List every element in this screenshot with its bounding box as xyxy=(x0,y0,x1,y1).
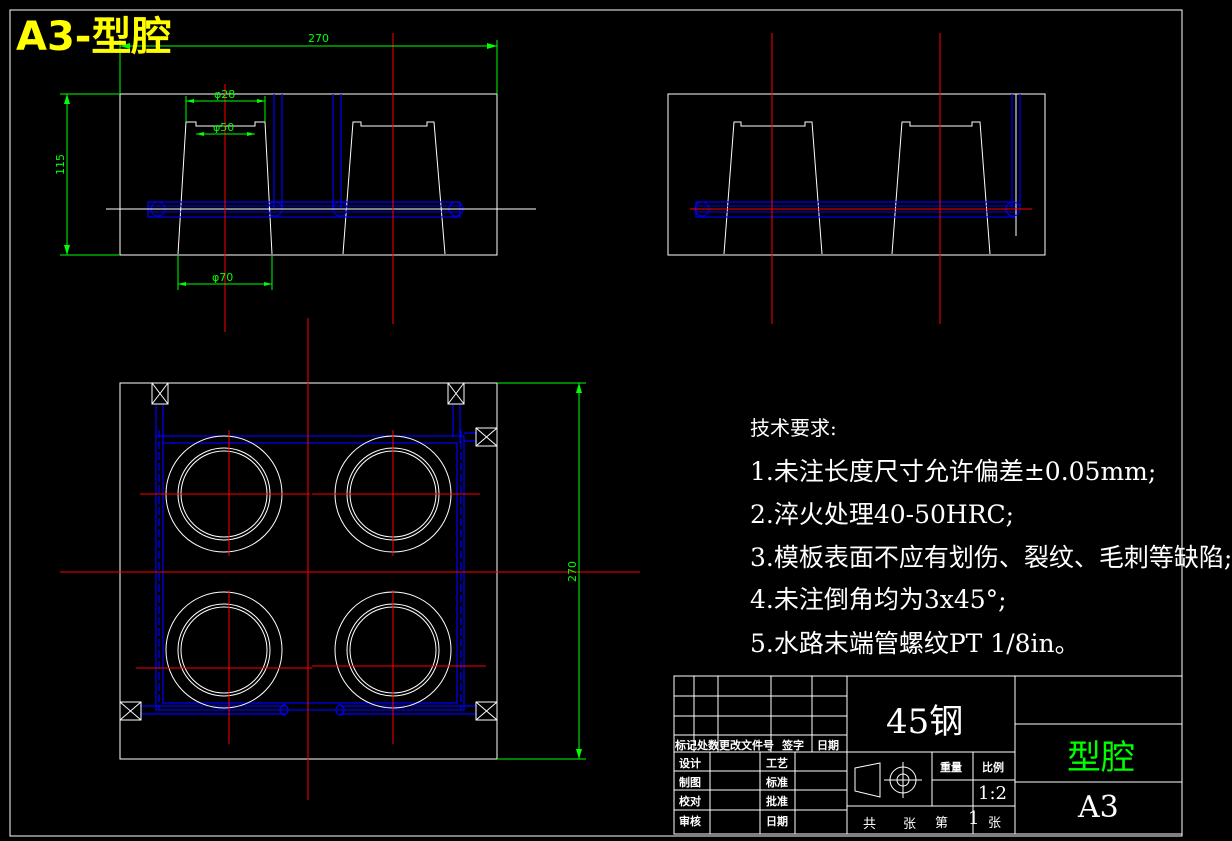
total-label: 共 xyxy=(863,817,877,832)
side-view xyxy=(667,33,1046,324)
scale-value: 1:2 xyxy=(978,783,1007,804)
sheet-size-label: A3 xyxy=(1078,790,1119,825)
dim-height: 115 xyxy=(54,154,67,175)
plug-symbols xyxy=(119,382,498,721)
projection-cone-icon xyxy=(854,762,881,798)
title-block xyxy=(673,675,1183,835)
part-name-label: 型腔 xyxy=(1067,738,1135,778)
plan-view: 270 xyxy=(60,318,640,800)
role-standard: 标准 xyxy=(766,776,788,789)
role-approve: 批准 xyxy=(766,795,788,808)
side-cavity-right xyxy=(891,121,991,255)
plan-dimensions xyxy=(497,382,586,760)
dim-plan-side: 270 xyxy=(566,561,579,582)
rev-header-doc: 更改文件号 xyxy=(719,739,774,752)
side-view-outline xyxy=(667,93,1046,256)
requirement-item-4: 4.未注倒角均为3x45°; xyxy=(750,585,1007,614)
requirement-item-5: 5.水路末端管螺纹PT 1/8in。 xyxy=(750,629,1080,658)
cavity-right-profile xyxy=(342,121,446,255)
requirements-heading: 技术要求: xyxy=(750,416,837,440)
role-review: 审核 xyxy=(679,815,701,828)
plan-dim-arrows xyxy=(576,383,582,759)
requirement-item-3: 3.模板表面不应有划伤、裂纹、毛刺等缺陷; xyxy=(750,543,1232,572)
scale-label: 比例 xyxy=(982,761,1004,774)
cad-drawing: 270 115 φ28 φ50 φ70 xyxy=(9,9,1183,837)
dim-diameter-70: φ70 xyxy=(212,271,233,284)
dim-diameter-28: φ28 xyxy=(214,88,235,101)
role-check: 校对 xyxy=(679,795,701,808)
rev-header-date: 日期 xyxy=(817,739,839,752)
dim-diameter-50: φ50 xyxy=(213,121,234,134)
sheet-border xyxy=(9,9,1183,837)
requirement-item-1: 1.未注长度尺寸允许偏差±0.05mm; xyxy=(750,457,1157,486)
role-date: 日期 xyxy=(766,815,788,828)
front-view-outline xyxy=(119,93,498,256)
drawing-title: A3-型腔 xyxy=(16,14,172,60)
sheet-unit-label: 张 xyxy=(988,816,1002,831)
sheets-label: 张 xyxy=(903,817,917,832)
plan-water-circuit xyxy=(140,404,477,716)
front-view: 270 115 φ28 φ50 φ70 xyxy=(54,32,536,332)
rev-header-mark: 标记 xyxy=(675,739,697,752)
plan-centerlines xyxy=(60,318,640,800)
front-dim-arrows xyxy=(64,43,497,286)
role-draw: 制图 xyxy=(679,776,701,789)
front-dimensions xyxy=(60,40,498,290)
rev-header-count: 处数 xyxy=(697,739,719,752)
role-design: 设计 xyxy=(679,757,701,770)
dim-top-width: 270 xyxy=(308,32,329,45)
sheet-no-label: 第 xyxy=(935,816,949,831)
side-cavity-left xyxy=(723,121,823,255)
sheet-no-value: 1 xyxy=(968,808,980,829)
role-process: 工艺 xyxy=(766,757,788,770)
material-label: 45钢 xyxy=(886,702,964,742)
weight-label: 重量 xyxy=(940,761,962,774)
rev-header-sign: 签字 xyxy=(782,739,804,752)
requirement-item-2: 2.淬火处理40-50HRC; xyxy=(750,500,1015,529)
